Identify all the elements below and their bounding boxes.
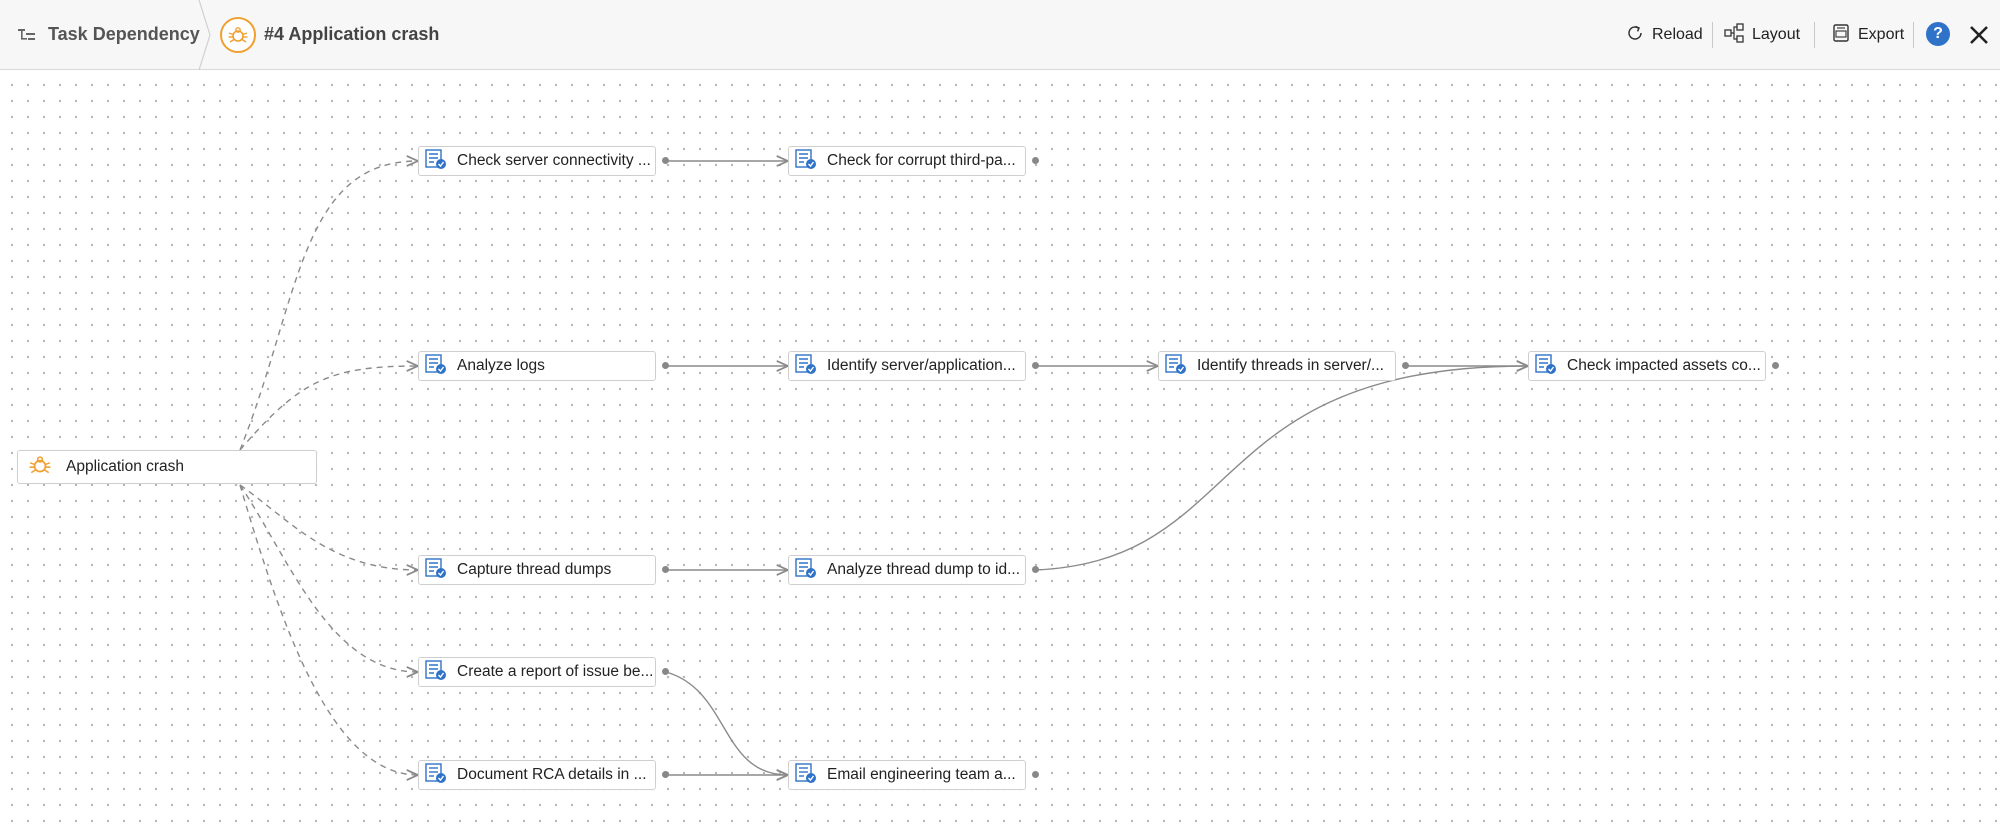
node-output-port[interactable] [1032,566,1039,573]
node-output-port[interactable] [662,362,669,369]
close-button[interactable] [1966,22,1992,48]
reload-button[interactable]: Reload [1626,22,1703,48]
toolbar: Task Dependency #4 Application crash Rel… [0,0,2000,71]
bug-icon [28,453,52,482]
layout-label: Layout [1752,26,1801,43]
task-node[interactable]: Check server connectivity ... [418,146,656,176]
task-dependency-icon [18,27,36,43]
node-output-port[interactable] [1032,157,1039,164]
task-node-label: Check impacted assets co... [1567,357,1761,374]
task-node-label: Email engineering team a... [827,766,1016,783]
node-output-port[interactable] [1032,771,1039,778]
task-node[interactable]: Check for corrupt third-pa... [788,146,1026,176]
breadcrumb-task-dependency[interactable]: Task Dependency [48,24,200,44]
node-output-port[interactable] [662,771,669,778]
toolbar-divider [1814,22,1815,48]
node-output-port[interactable] [662,157,669,164]
breadcrumb-separator [198,0,212,71]
task-node-label: Identify server/application... [827,357,1016,374]
task-node-label: Check for corrupt third-pa... [827,152,1016,169]
export-button[interactable]: Export [1832,22,1904,48]
node-output-port[interactable] [1402,362,1409,369]
task-node-label: Document RCA details in ... [457,766,647,783]
task-node[interactable]: Document RCA details in ... [418,760,656,790]
task-checklist-icon [425,557,447,584]
task-checklist-icon [1535,353,1557,380]
task-node-label: Analyze logs [457,357,545,374]
task-checklist-icon [795,762,817,789]
task-node-label: Check server connectivity ... [457,152,651,169]
root-node-application-crash[interactable]: Application crash [17,450,317,484]
task-node[interactable]: Email engineering team a... [788,760,1026,790]
task-node[interactable]: Identify server/application... [788,351,1026,381]
export-label: Export [1858,26,1905,43]
task-checklist-icon [1165,353,1187,380]
task-node[interactable]: Analyze logs [418,351,656,381]
task-checklist-icon [795,353,817,380]
task-node[interactable]: Check impacted assets co... [1528,351,1766,381]
help-button[interactable]: ? [1926,22,1950,46]
task-node-label: Capture thread dumps [457,561,612,578]
toolbar-divider [1712,22,1713,48]
task-checklist-icon [425,762,447,789]
task-checklist-icon [425,353,447,380]
task-checklist-icon [795,148,817,175]
layout-icon [1724,22,1744,48]
node-output-port[interactable] [662,566,669,573]
task-node-label: Identify threads in server/... [1197,357,1384,374]
task-node[interactable]: Analyze thread dump to id... [788,555,1026,585]
issue-bug-icon [220,17,256,53]
task-node-label: Create a report of issue be... [457,663,654,680]
layout-button[interactable]: Layout [1724,22,1800,48]
toolbar-divider [1913,22,1914,48]
task-checklist-icon [425,148,447,175]
node-output-port[interactable] [1772,362,1779,369]
task-checklist-icon [795,557,817,584]
issue-title: #4 Application crash [264,24,440,44]
task-node[interactable]: Create a report of issue be... [418,657,656,687]
node-output-port[interactable] [1032,362,1039,369]
task-checklist-icon [425,659,447,686]
reload-icon [1626,24,1644,47]
node-output-port[interactable] [662,668,669,675]
task-node[interactable]: Identify threads in server/... [1158,351,1396,381]
task-node-label: Analyze thread dump to id... [827,561,1021,578]
close-icon [1966,26,1992,52]
export-icon [1832,23,1850,47]
reload-label: Reload [1652,26,1703,43]
root-node-label: Application crash [66,458,185,475]
task-node[interactable]: Capture thread dumps [418,555,656,585]
